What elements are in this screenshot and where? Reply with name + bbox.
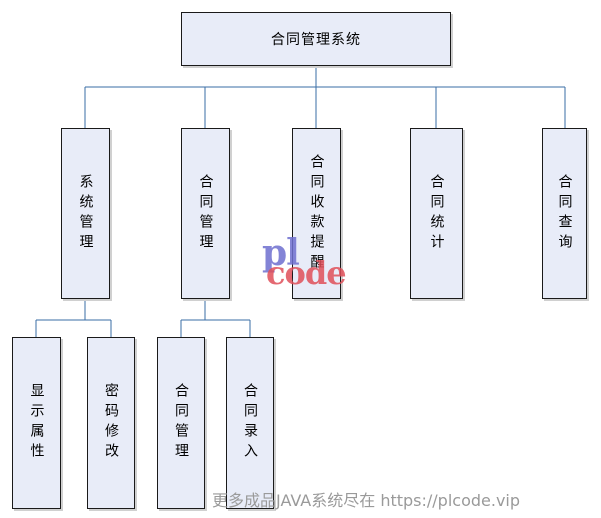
node-display-properties: 显示属性 (12, 337, 61, 509)
watermark-logo-top: pl (262, 232, 300, 274)
watermark-logo: pl code (258, 232, 358, 294)
node-contract-management-label: 合同管理 (197, 173, 214, 254)
watermark-footer: 更多成品JAVA系统尽在 https://plcode.vip (212, 491, 521, 510)
root-node-label: 合同管理系统 (271, 32, 361, 48)
node-system-management-label: 系统管理 (77, 173, 94, 254)
node-system-management: 系统管理 (61, 128, 110, 299)
node-password-change-label: 密码修改 (103, 383, 119, 463)
node-contract-statistics-label: 合同统计 (428, 173, 445, 254)
watermark-logo-bottom: code (266, 254, 347, 292)
node-payment-reminder-label: 合同收款提醒 (308, 153, 325, 274)
node-contract-management-sub: 合同管理 (157, 337, 205, 509)
node-contract-entry: 合同录入 (226, 337, 274, 509)
node-contract-management: 合同管理 (181, 128, 230, 299)
node-display-properties-label: 显示属性 (28, 383, 45, 463)
node-contract-query-label: 合同查询 (556, 173, 573, 254)
root-node: 合同管理系统 (181, 12, 451, 66)
node-payment-reminder: 合同收款提醒 (292, 128, 341, 299)
node-contract-statistics: 合同统计 (410, 128, 463, 299)
node-contract-entry-label: 合同录入 (242, 383, 258, 463)
node-password-change: 密码修改 (87, 337, 135, 509)
node-contract-query: 合同查询 (542, 128, 587, 299)
node-contract-management-sub-label: 合同管理 (173, 383, 189, 463)
